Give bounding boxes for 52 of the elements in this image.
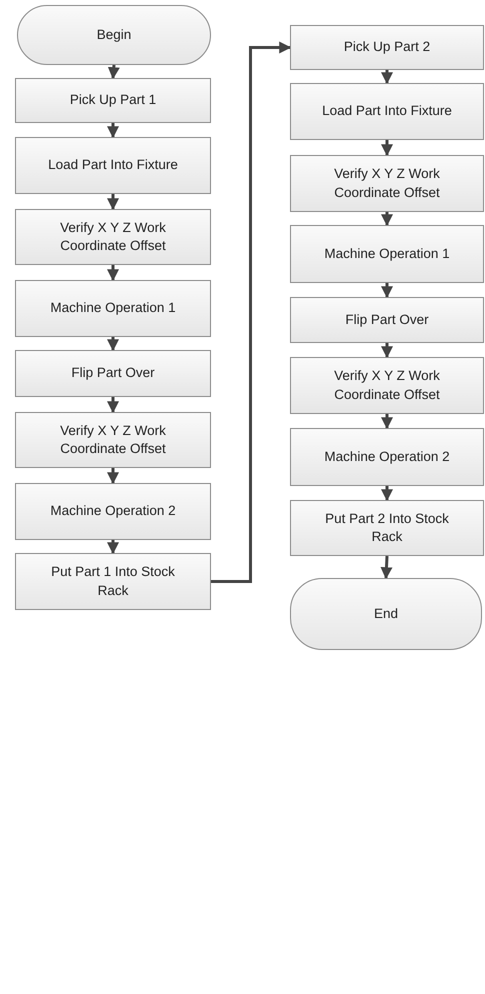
node-label: Load Part Into Fixture xyxy=(48,156,178,174)
process-box xyxy=(290,357,484,414)
node-label: Begin xyxy=(96,26,132,44)
process-box xyxy=(15,280,211,337)
arrow xyxy=(108,64,120,80)
process-box xyxy=(15,137,211,194)
node-label: Pick Up Part 1 xyxy=(70,91,156,110)
process-box xyxy=(15,78,211,123)
process-box xyxy=(15,209,211,265)
arrow xyxy=(381,283,393,298)
arrow xyxy=(381,414,393,430)
arrow xyxy=(380,556,392,580)
node-label: Machine Operation 2 xyxy=(324,448,450,466)
arrow xyxy=(107,337,119,352)
process-box xyxy=(15,553,211,610)
arrow xyxy=(211,42,292,583)
node-label: Machine Operation 1 xyxy=(324,244,450,263)
process-box xyxy=(290,83,484,140)
arrow xyxy=(381,486,393,502)
node-label: Flip Part Over xyxy=(71,364,155,382)
process-box xyxy=(290,428,484,486)
node-label: Verify X Y Z Work Coordinate Offset xyxy=(333,165,441,202)
arrow xyxy=(107,468,119,484)
node-label: Pick Up Part 2 xyxy=(344,38,430,56)
arrow xyxy=(107,540,119,554)
node-label: Put Part 1 Into Stock Rack xyxy=(50,563,176,600)
node-label: End xyxy=(374,604,398,623)
process-box xyxy=(290,25,484,70)
node-label: Machine Operation 1 xyxy=(50,299,176,318)
process-box xyxy=(290,225,484,283)
node-label: Verify X Y Z Work Coordinate Offset xyxy=(59,422,167,458)
arrow xyxy=(381,70,393,84)
terminal-node xyxy=(290,578,482,650)
process-box xyxy=(290,155,484,212)
process-box xyxy=(15,483,211,540)
process-box xyxy=(290,297,484,343)
node-label: Verify X Y Z Work Coordinate Offset xyxy=(333,367,441,404)
node-label: Put Part 2 Into Stock Rack xyxy=(324,510,450,546)
arrow xyxy=(107,397,119,414)
process-box xyxy=(15,412,211,468)
node-label: Machine Operation 2 xyxy=(50,502,176,520)
process-box xyxy=(15,350,211,397)
node-label: Verify X Y Z Work Coordinate Offset xyxy=(59,218,167,255)
arrow xyxy=(381,140,393,156)
arrow xyxy=(107,123,119,138)
node-label: Flip Part Over xyxy=(345,310,429,329)
arrow xyxy=(107,265,119,282)
arrow xyxy=(381,212,393,226)
node-label: Load Part Into Fixture xyxy=(322,102,452,120)
process-box xyxy=(290,500,484,556)
arrow xyxy=(107,194,119,210)
arrow xyxy=(381,343,393,358)
